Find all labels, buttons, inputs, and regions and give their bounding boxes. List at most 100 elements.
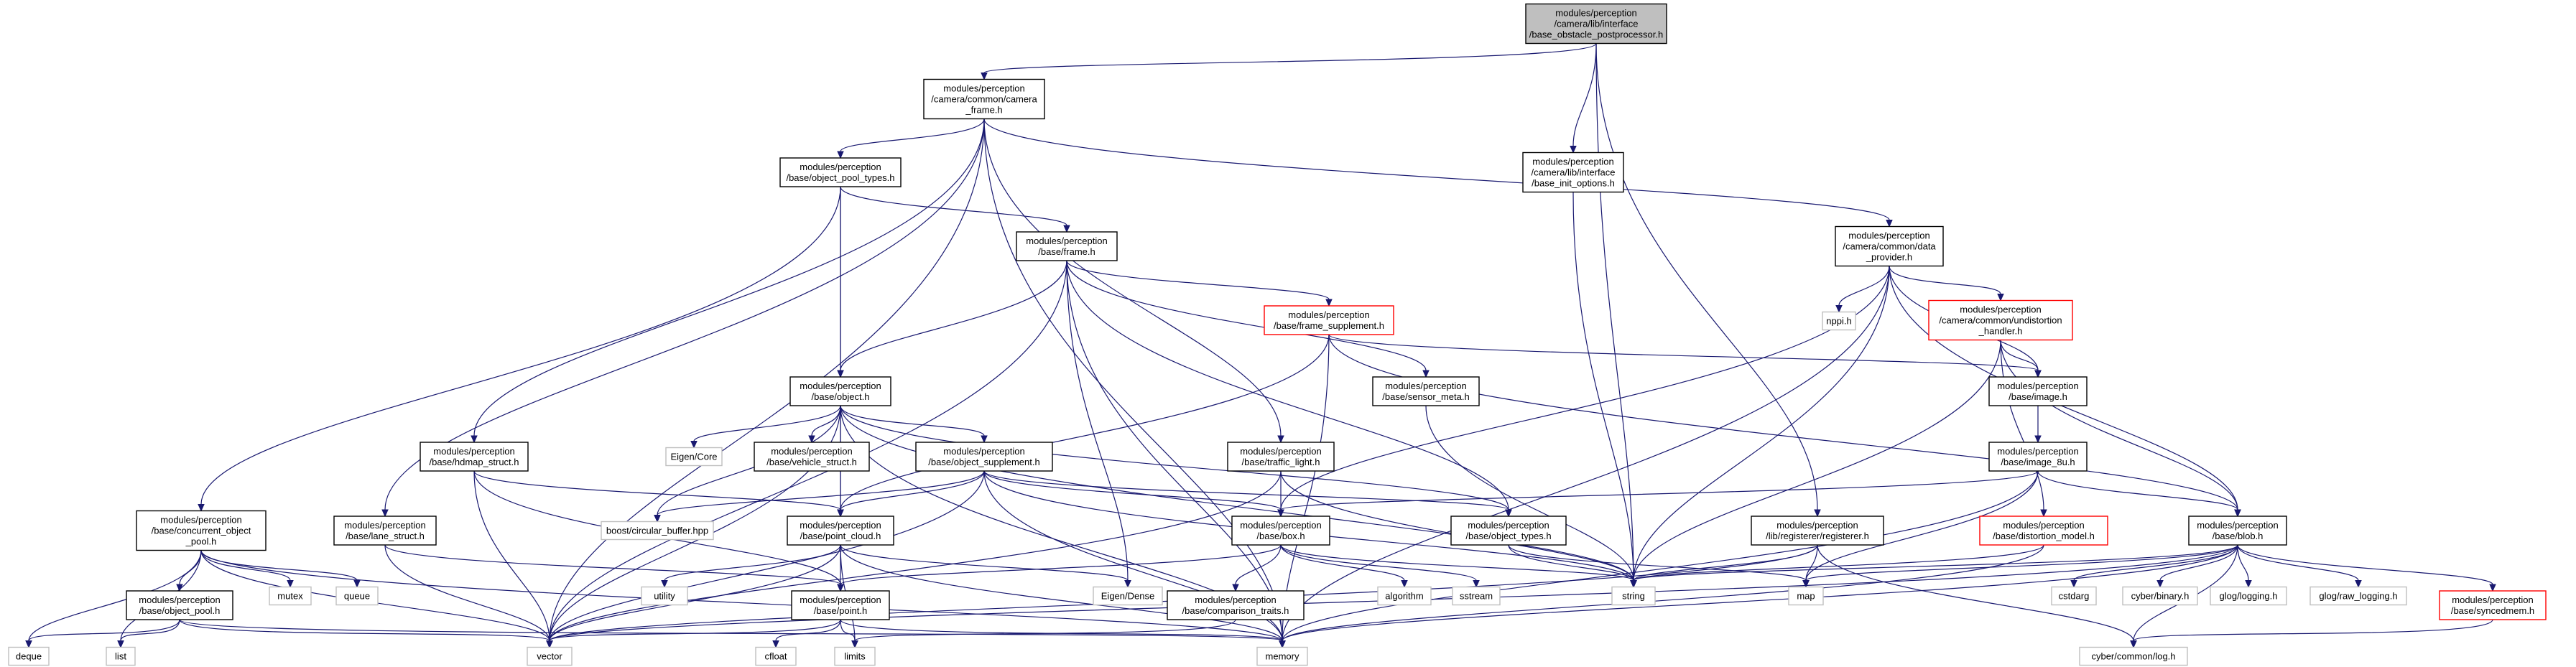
- edge-undistortion-to-string: [1630, 340, 2001, 588]
- node-label-line: _frame.h: [965, 105, 1002, 116]
- edge-camera_frame-to-hdmap_struct: [471, 118, 985, 444]
- node-undistortion[interactable]: modules/perception/camera/common/undisto…: [1928, 299, 2073, 341]
- node-list: list: [106, 646, 136, 666]
- node-label-line: glog/raw_logging.h: [2319, 591, 2397, 602]
- node-image[interactable]: modules/perception/base/image.h: [1988, 376, 2088, 406]
- node-image-8u[interactable]: modules/perception/base/image_8u.h: [1988, 442, 2088, 472]
- edge-frame-to-sensor_meta: [1066, 260, 1430, 378]
- edge-root-to-base_init_options: [1570, 43, 1597, 154]
- node-mutex: mutex: [269, 586, 312, 606]
- node-concurrent-object-pool[interactable]: modules/perception/base/concurrent_objec…: [136, 510, 267, 551]
- edge-object_supplement-to-object_types: [983, 470, 1512, 518]
- node-label-line: memory: [1266, 651, 1299, 662]
- node-data-provider[interactable]: modules/perception/camera/common/data_pr…: [1835, 225, 1944, 267]
- node-label-line: /lib/registerer/registerer.h: [1766, 531, 1869, 541]
- node-label-line: _handler.h: [1978, 326, 2023, 337]
- edge-point-to-vector: [546, 619, 841, 648]
- node-lane-struct[interactable]: modules/perception/base/lane_struct.h: [333, 516, 437, 546]
- node-box: [834, 646, 876, 666]
- node-label-line: /base/object.h: [812, 391, 870, 402]
- node-frame[interactable]: modules/perception/base/frame.h: [1016, 231, 1118, 261]
- node-box: [787, 516, 894, 546]
- node-deque: deque: [8, 646, 50, 666]
- node-label-line: modules/perception: [800, 381, 881, 391]
- node-object[interactable]: modules/perception/base/object.h: [789, 376, 891, 406]
- node-box: [2439, 590, 2547, 620]
- node-memory: memory: [1256, 646, 1308, 666]
- node-label-line: modules/perception: [1960, 304, 2041, 315]
- node-box[interactable]: modules/perception/base/box.h: [1231, 516, 1330, 546]
- node-object-pool[interactable]: modules/perception/base/object_pool.h: [126, 590, 233, 620]
- node-traffic-light[interactable]: modules/perception/base/traffic_light.h: [1227, 442, 1335, 472]
- edge-data_provider-to-nppi: [1835, 266, 1890, 313]
- node-label-line: modules/perception: [1385, 381, 1466, 391]
- node-comparison-traits[interactable]: modules/perception/base/comparison_trait…: [1167, 590, 1305, 620]
- node-syncedmem[interactable]: modules/perception/base/syncedmem.h: [2439, 590, 2547, 620]
- node-box: [1227, 442, 1335, 472]
- node-vehicle-struct[interactable]: modules/perception/base/vehicle_struct.h: [754, 442, 870, 472]
- node-hdmap-struct[interactable]: modules/perception/base/hdmap_struct.h: [420, 442, 529, 472]
- node-frame-supplement[interactable]: modules/perception/base/frame_supplement…: [1264, 305, 1394, 335]
- node-box: [333, 516, 437, 546]
- node-label-line: list: [115, 651, 126, 662]
- node-label-line: modules/perception: [1776, 520, 1858, 531]
- node-blob[interactable]: modules/perception/base/blob.h: [2188, 516, 2287, 546]
- node-label-line: /base/object_supplement.h: [928, 457, 1039, 467]
- node-sensor-meta[interactable]: modules/perception/base/sensor_meta.h: [1372, 376, 1480, 406]
- edge-image-to-image_8u: [2034, 406, 2042, 444]
- edge-frame_supplement-to-image: [1328, 334, 2042, 378]
- node-point[interactable]: modules/perception/base/point.h: [791, 590, 890, 620]
- node-label-line: /camera/lib/interface: [1531, 167, 1615, 178]
- node-label-line: /base/blob.h: [2213, 531, 2264, 541]
- edge-object_pool-to-list: [117, 619, 180, 648]
- node-box: [1988, 376, 2088, 406]
- node-box: [1928, 299, 2073, 341]
- node-object-pool-types[interactable]: modules/perception/base/object_pool_type…: [779, 157, 902, 187]
- node-box: [641, 586, 688, 606]
- edge-camera_frame-to-memory: [983, 118, 1286, 648]
- node-label-line: modules/perception: [943, 446, 1024, 457]
- node-box: [420, 442, 529, 472]
- node-distortion-model[interactable]: modules/perception/base/distortion_model…: [1979, 516, 2108, 546]
- node-label-line: _pool.h: [185, 536, 217, 547]
- node-label-line: queue: [344, 591, 370, 602]
- node-string: string: [1611, 586, 1656, 606]
- edge-image_8u-to-box: [1277, 470, 2039, 518]
- node-box: [1525, 3, 1667, 45]
- node-registerer[interactable]: modules/perception/lib/registerer/regist…: [1751, 516, 1884, 546]
- node-object-types[interactable]: modules/perception/base/object_types.h: [1450, 516, 1567, 546]
- node-object-supplement[interactable]: modules/perception/base/object_supplemen…: [915, 442, 1053, 472]
- edge-object-to-string: [840, 405, 1637, 588]
- node-label-line: modules/perception: [1468, 520, 1549, 531]
- node-box: [269, 586, 312, 606]
- node-box: [2309, 586, 2407, 606]
- edge-point_cloud-to-eigen_dense: [840, 544, 1131, 588]
- edge-object-to-vehicle_struct: [808, 405, 841, 444]
- node-label-line: /base/object_pool_types.h: [786, 172, 894, 183]
- node-box: [1016, 231, 1118, 261]
- node-label-line: /base/comparison_traits.h: [1182, 605, 1289, 616]
- edge-concurrent_object_pool-to-object_pool: [176, 550, 202, 592]
- edge-camera_frame-to-object_pool_types: [837, 118, 985, 159]
- node-label-line: /base/point_cloud.h: [800, 531, 881, 541]
- edge-sensor_meta-to-string: [1425, 405, 1637, 588]
- node-root[interactable]: modules/perception/camera/lib/interface/…: [1525, 3, 1667, 45]
- node-box: [2210, 586, 2287, 606]
- node-label-line: glog/logging.h: [2220, 591, 2278, 602]
- node-label-line: modules/perception: [1240, 446, 1321, 457]
- edge-camera_frame-to-data_provider: [983, 118, 1893, 228]
- edge-object_pool_types-to-frame: [840, 186, 1070, 233]
- node-box: [1452, 586, 1501, 606]
- node-label-line: /base/point.h: [814, 605, 867, 616]
- node-camera-frame[interactable]: modules/perception/camera/common/camera_…: [923, 78, 1045, 120]
- node-utility: utility: [641, 586, 688, 606]
- node-label-line: deque: [16, 651, 42, 662]
- node-point-cloud[interactable]: modules/perception/base/point_cloud.h: [787, 516, 894, 546]
- node-box: [1093, 586, 1163, 606]
- node-base-init-options[interactable]: modules/perception/camera/lib/interface/…: [1522, 151, 1624, 193]
- edge-frame-to-frame_supplement: [1066, 260, 1333, 307]
- node-box: [2051, 586, 2097, 606]
- node-label-line: sstream: [1460, 591, 1493, 602]
- edge-blob-to-syncedmem: [2237, 544, 2496, 592]
- edge-distortion_model-to-string: [1630, 544, 2044, 588]
